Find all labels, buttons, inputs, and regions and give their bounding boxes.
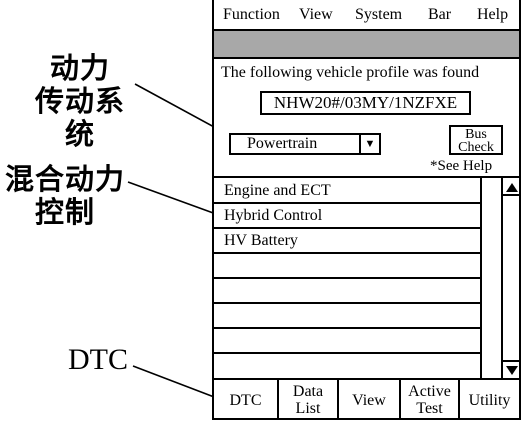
device-screen: Function View System Bar Help The follow… [212, 0, 521, 420]
tab-dtc[interactable]: DTC [214, 380, 279, 420]
list-item[interactable] [214, 353, 480, 379]
list-item[interactable] [214, 303, 480, 329]
menu-bar: Function View System Bar Help [214, 0, 519, 31]
scroll-down-button[interactable] [503, 360, 521, 378]
system-select[interactable]: Powertrain ▼ [229, 133, 381, 155]
tab-data-list-line2: List [295, 400, 321, 417]
tab-data-list-line1: Data [292, 383, 324, 400]
menu-bar-item[interactable]: Bar [428, 6, 452, 23]
list-item-engine[interactable]: Engine and ECT [214, 178, 480, 204]
annotation-hybrid: 混合动力 控制 [0, 163, 130, 229]
bus-check-button[interactable]: Bus Check [449, 125, 503, 155]
dropdown-arrow-icon[interactable]: ▼ [359, 135, 379, 153]
triangle-up-icon [506, 183, 518, 192]
tab-utility-label: Utility [468, 391, 511, 409]
scroll-up-button[interactable] [503, 180, 521, 196]
tab-active-test-line2: Test [416, 400, 443, 417]
vehicle-found-message: The following vehicle profile was found [221, 64, 480, 81]
leader-line-dtc [132, 365, 223, 401]
list-item[interactable] [214, 328, 480, 354]
scrollbar-divider [501, 178, 503, 378]
title-bar [214, 31, 519, 59]
bus-check-label-line1: Bus [465, 127, 487, 142]
annotation-dtc: DTC [68, 343, 128, 376]
bottom-tab-bar: DTC Data List View Active Test Utility [214, 378, 519, 420]
system-select-value: Powertrain [247, 135, 318, 152]
menu-function[interactable]: Function [223, 6, 280, 23]
tab-view[interactable]: View [339, 380, 401, 420]
leader-line-hybrid [127, 181, 217, 215]
menu-help[interactable]: Help [477, 6, 509, 23]
list-column-divider [480, 178, 482, 378]
list-item-hybrid-control[interactable]: Hybrid Control [214, 203, 480, 229]
annotation-hybrid-line1: 混合动力 [4, 162, 125, 196]
vehicle-profile-field: NHW20#/03MY/1NZFXE [260, 91, 471, 115]
tab-data-list[interactable]: Data List [279, 380, 339, 420]
system-list: Engine and ECT Hybrid Control HV Battery [214, 176, 521, 379]
menu-view[interactable]: View [299, 6, 333, 23]
list-item-hv-battery[interactable]: HV Battery [214, 228, 480, 254]
list-item[interactable] [214, 278, 480, 304]
tab-active-test-line1: Active [408, 383, 451, 400]
tab-utility[interactable]: Utility [460, 380, 519, 420]
annotation-powertrain: 动力 传动系统 [30, 52, 130, 151]
bus-check-label-line2: Check [458, 140, 494, 155]
annotation-powertrain-line2: 传动系统 [34, 84, 125, 151]
tab-active-test[interactable]: Active Test [401, 380, 460, 420]
menu-system[interactable]: System [355, 6, 403, 23]
see-help-note: *See Help [430, 158, 493, 174]
list-item[interactable] [214, 253, 480, 279]
annotation-hybrid-line2: 控制 [34, 195, 95, 229]
tab-dtc-label: DTC [229, 391, 262, 409]
annotation-powertrain-line1: 动力 [49, 51, 110, 85]
tab-view-label: View [352, 391, 386, 409]
triangle-down-icon [506, 366, 518, 375]
